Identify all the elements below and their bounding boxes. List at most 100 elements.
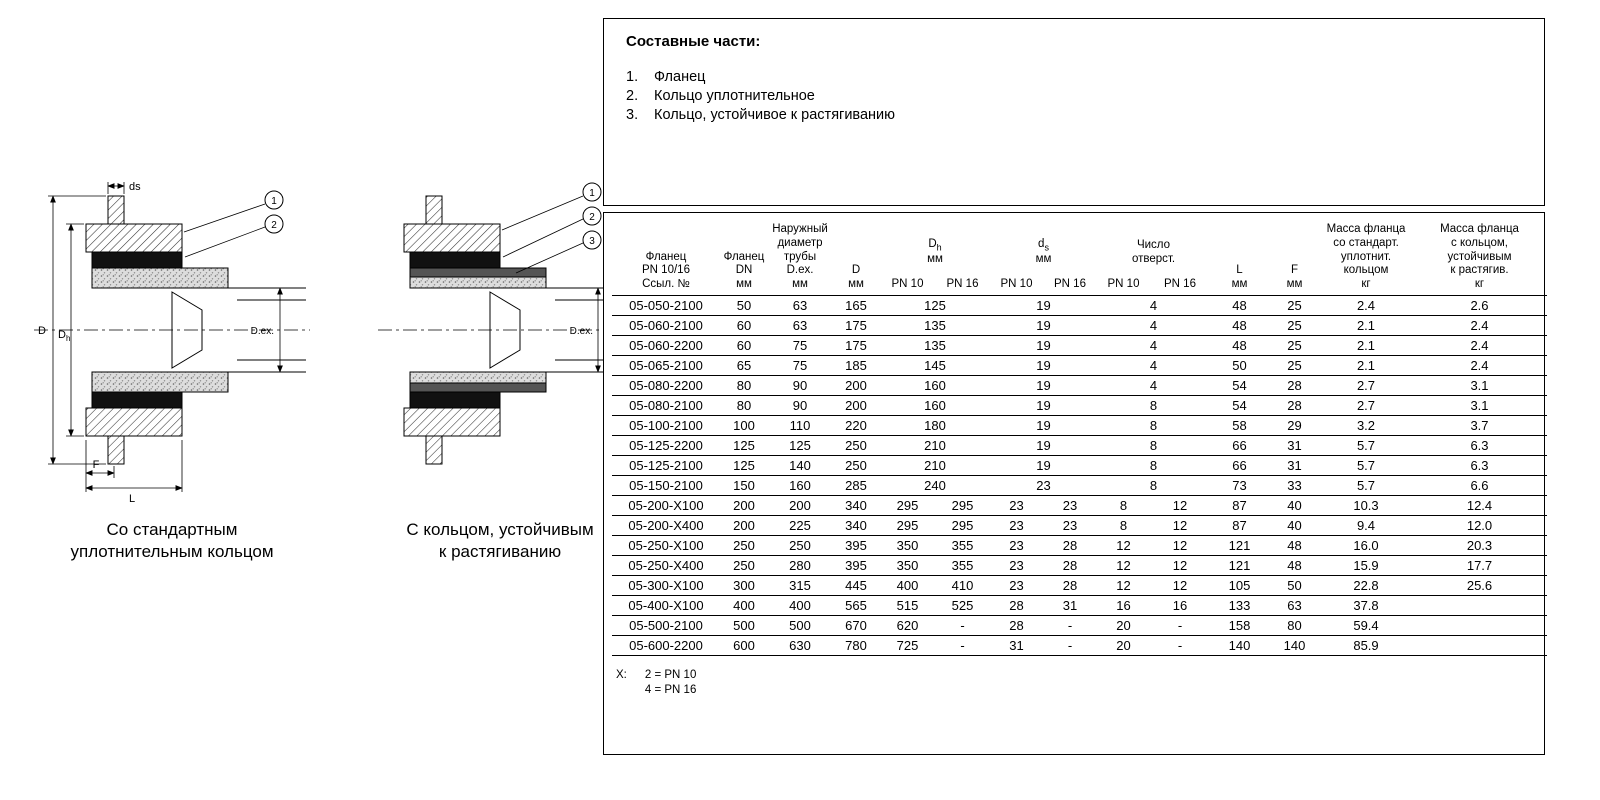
cell-ds-pn10: 23 — [990, 494, 1043, 516]
flange-lug-bottom — [107, 435, 125, 465]
cell-l: 48 — [1210, 314, 1269, 336]
cell-ref: 05-050-2100 — [612, 294, 720, 316]
cell-ref: 05-060-2200 — [612, 334, 720, 356]
cell-ref: 05-400-X100 — [612, 594, 720, 616]
dex-dimension-label: D.ex. — [570, 326, 593, 337]
cell-dex: 75 — [768, 354, 832, 376]
cell-ds: 19 — [990, 334, 1097, 356]
cell-mass-grip — [1412, 594, 1547, 616]
cell-ds-pn16: 28 — [1043, 574, 1097, 596]
cell-ds: 19 — [990, 314, 1097, 336]
component-item-2: 2. Кольцо уплотнительное — [626, 87, 1522, 106]
cell-dh: 180 — [880, 414, 990, 436]
cell-mass-std: 9.4 — [1320, 514, 1412, 536]
cell-ds-pn10: 23 — [990, 554, 1043, 576]
cell-f: 40 — [1269, 494, 1320, 516]
cell-d: 175 — [832, 334, 880, 356]
callouts: 1 2 — [183, 190, 284, 258]
liner-ring-top — [409, 276, 547, 289]
cell-d: 340 — [832, 514, 880, 536]
cell-mass-std: 16.0 — [1320, 534, 1412, 556]
cell-mass-std: 2.1 — [1320, 334, 1412, 356]
cell-ref: 05-060-2100 — [612, 314, 720, 336]
footnote-lines: 2 = PN 10 4 = PN 16 — [645, 668, 696, 698]
cell-dh: 160 — [880, 374, 990, 396]
cell-dex: 140 — [768, 454, 832, 476]
cell-f: 25 — [1269, 354, 1320, 376]
cell-ds: 19 — [990, 354, 1097, 376]
cell-dh-pn16: 410 — [935, 574, 990, 596]
cell-mass-grip: 2.4 — [1412, 354, 1547, 376]
cell-holes-pn16: 12 — [1150, 534, 1210, 556]
cell-holes-pn10: 12 — [1097, 574, 1150, 596]
dimension-lines — [48, 182, 283, 492]
liner-ring-bottom — [91, 371, 229, 393]
cell-mass-std: 3.2 — [1320, 414, 1412, 436]
cell-dn: 250 — [720, 534, 768, 556]
callout-3: 3 — [589, 236, 595, 247]
cell-mass-std: 15.9 — [1320, 554, 1412, 576]
cell-holes: 4 — [1097, 374, 1210, 396]
drawings-section: ds D Dh F L D.ex. 1 2 Со стандартным упл… — [22, 160, 630, 563]
cell-ds-pn16: 31 — [1043, 594, 1097, 616]
cell-dn: 600 — [720, 634, 768, 656]
cell-mass-std: 2.7 — [1320, 394, 1412, 416]
cell-ref: 05-250-X100 — [612, 534, 720, 556]
cell-holes-pn10: 8 — [1097, 494, 1150, 516]
components-title: Составные части: — [626, 33, 761, 50]
cell-mass-std: 59.4 — [1320, 614, 1412, 636]
cell-holes-pn10: 20 — [1097, 614, 1150, 636]
cell-ds-pn16: 23 — [1043, 494, 1097, 516]
cell-l: 73 — [1210, 474, 1269, 496]
cell-holes-pn10: 16 — [1097, 594, 1150, 616]
cell-ref: 05-100-2100 — [612, 414, 720, 436]
cell-dex: 90 — [768, 374, 832, 396]
cell-ref: 05-150-2100 — [612, 474, 720, 496]
component-number: 1. — [626, 69, 639, 85]
component-item-1: 1. Фланец — [626, 68, 1522, 87]
dex-dimension-label: D.ex. — [251, 326, 274, 337]
cell-dh-pn10: 400 — [880, 574, 935, 596]
cell-dh-pn16: 295 — [935, 514, 990, 536]
cell-d: 395 — [832, 554, 880, 576]
col-header-holes: Число отверст. — [1131, 239, 1176, 266]
flange-body-bottom — [85, 407, 183, 437]
drawing-grip-caption: С кольцом, устойчивым к растягиванию — [406, 520, 594, 562]
flange-lug-top — [107, 195, 125, 225]
header-row-1: Фланец PN 10/16 Ссыл. № Фланец DN мм Нар… — [612, 221, 1547, 290]
cell-dn: 500 — [720, 614, 768, 636]
cell-ds: 19 — [990, 434, 1097, 456]
flange-cross-section-grip: D.ex. 1 2 3 — [378, 182, 626, 465]
cell-holes: 4 — [1097, 334, 1210, 356]
cell-ds-pn10: 28 — [990, 614, 1043, 636]
cell-d: 285 — [832, 474, 880, 496]
cell-holes-pn16: - — [1150, 634, 1210, 656]
cell-dh: 125 — [880, 294, 990, 316]
cell-d: 780 — [832, 634, 880, 656]
cell-f: 40 — [1269, 514, 1320, 536]
cell-dh-pn10: 350 — [880, 554, 935, 576]
cell-f: 25 — [1269, 314, 1320, 336]
grip-ring-top — [409, 267, 547, 278]
cell-l: 54 — [1210, 374, 1269, 396]
flange-body-bottom — [403, 407, 501, 437]
cell-mass-grip: 3.1 — [1412, 374, 1547, 396]
cell-dn: 65 — [720, 354, 768, 376]
header-row-2: PN 10 PN 16 PN 10 PN 16 PN 10 PN 16 — [612, 267, 1547, 296]
flange-body-top — [85, 223, 183, 253]
cell-dn: 100 — [720, 414, 768, 436]
col-subheader-ds-pn16: PN 16 — [1054, 278, 1086, 291]
cell-ref: 05-600-2200 — [612, 634, 720, 656]
cell-mass-grip: 2.4 — [1412, 314, 1547, 336]
spec-table: Фланец PN 10/16 Ссыл. № Фланец DN мм Нар… — [612, 221, 1547, 656]
cell-dex: 160 — [768, 474, 832, 496]
liner-ring-bottom — [409, 371, 547, 384]
cell-mass-grip: 2.6 — [1412, 294, 1547, 316]
cell-dh: 160 — [880, 394, 990, 416]
cell-dn: 60 — [720, 334, 768, 356]
